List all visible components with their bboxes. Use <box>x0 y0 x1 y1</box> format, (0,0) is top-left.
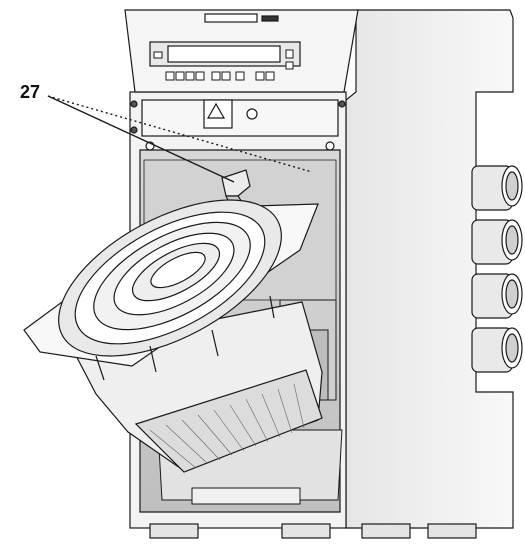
side-pipe-connectors <box>471 165 523 373</box>
pipe-connector-1 <box>471 165 523 211</box>
pipe-connector-4 <box>471 327 523 373</box>
side-panel <box>345 9 514 529</box>
burner-assembly <box>23 199 323 473</box>
pipe-connector-3 <box>471 273 523 319</box>
callout-leaders <box>47 95 313 183</box>
burner-fins <box>149 383 305 469</box>
pipe-connector-2 <box>471 219 523 265</box>
control-buttons <box>153 49 294 81</box>
callout-label: 27 <box>20 82 41 102</box>
control-panel <box>124 9 359 129</box>
base-feet <box>149 523 477 539</box>
